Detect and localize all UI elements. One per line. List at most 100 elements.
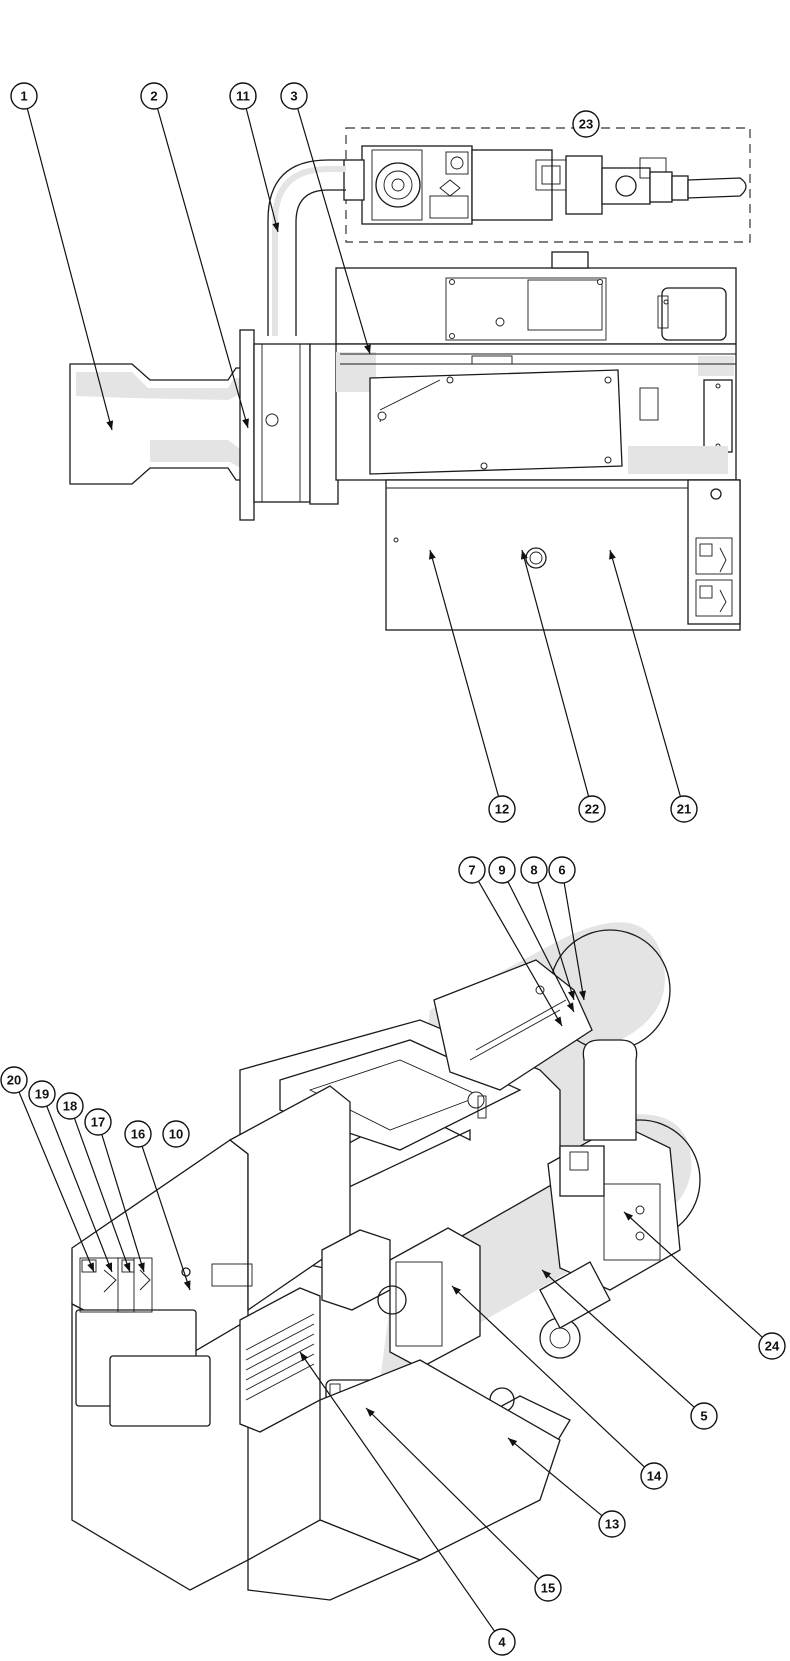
callout-9: 9 [488,856,516,884]
leader-line-19 [46,1105,113,1273]
leader-line-22 [521,549,590,797]
leader-line-15 [365,1407,540,1580]
callout-label-17: 17 [91,1115,105,1130]
callout-7: 7 [458,856,486,884]
callout-label-12: 12 [495,802,509,817]
leader-arrow-5 [542,1270,552,1279]
leader-line-6 [563,882,585,1001]
callout-23: 23 [572,110,600,138]
callout-label-9: 9 [498,863,505,878]
leader-line-16 [141,1146,191,1291]
callout-circle-9 [488,856,516,884]
leader-line-1 [26,108,113,431]
callout-18: 18 [56,1092,84,1120]
leader-arrow-12 [429,550,436,560]
leader-arrow-14 [452,1286,461,1295]
callout-circle-3 [280,82,308,110]
leader-lines [18,108,763,1632]
callout-label-15: 15 [541,1581,555,1596]
callout-label-19: 19 [35,1087,49,1102]
callout-16: 16 [124,1120,152,1148]
leader-arrow-13 [508,1438,518,1447]
callout-17: 17 [84,1108,112,1136]
leader-line-17 [101,1134,145,1273]
callout-11: 11 [229,82,257,110]
leader-line-13 [507,1437,603,1517]
callout-label-1: 1 [20,89,27,104]
gas-valve-train [343,127,751,243]
callout-label-21: 21 [677,802,691,817]
blast-tube [69,363,251,485]
callout-5: 5 [690,1402,718,1430]
leader-arrow-18 [123,1262,131,1272]
leader-arrow-8 [568,990,575,1000]
callout-circle-18 [56,1092,84,1120]
leader-line-8 [537,882,575,1001]
callout-circle-12 [488,795,516,823]
callout-label-11: 11 [236,89,250,104]
callout-circle-15 [534,1574,562,1602]
leader-arrow-2 [242,418,249,428]
callout-19: 19 [28,1080,56,1108]
leader-arrow-22 [520,550,528,560]
callout-22: 22 [578,795,606,823]
callout-circle-13 [598,1510,626,1538]
callout-circle-8 [520,856,548,884]
motor-fan-grille [211,1229,391,1433]
callout-label-5: 5 [700,1409,707,1424]
leader-line-4 [299,1351,496,1632]
gas-pipe [267,159,346,336]
leader-line-18 [73,1118,131,1273]
leader-arrow-17 [138,1262,145,1272]
callout-circle-16 [124,1120,152,1148]
callout-12: 12 [488,795,516,823]
gas-valve-assembly [547,1039,681,1291]
callout-circle-23 [572,110,600,138]
callout-circle-11 [229,82,257,110]
leader-arrow-4 [300,1352,309,1362]
leader-line-7 [477,880,563,1027]
callout-3: 3 [280,82,308,110]
leader-arrow-24 [624,1212,634,1221]
leader-line-20 [18,1091,95,1273]
mounting-flange [239,329,339,521]
callout-label-20: 20 [7,1073,21,1088]
ignition-electrodes [433,959,593,1119]
leader-line-14 [451,1285,645,1468]
leader-arrow-21 [609,550,616,560]
leader-arrow-19 [105,1262,112,1272]
leader-arrow-11 [272,222,280,232]
callout-label-18: 18 [63,1099,77,1114]
callout-label-4: 4 [498,1635,506,1650]
callout-circle-22 [578,795,606,823]
callout-circle-5 [690,1402,718,1430]
callout-label-10: 10 [169,1127,183,1142]
leader-arrow-16 [183,1280,191,1290]
leader-line-5 [541,1269,695,1408]
callout-label-22: 22 [585,802,599,817]
leader-arrow-15 [366,1408,375,1417]
callout-circle-2 [140,82,168,110]
callout-1: 1 [10,82,38,110]
callout-circle-7 [458,856,486,884]
callout-2: 2 [140,82,168,110]
isometric-view [71,922,701,1601]
callout-label-8: 8 [530,863,537,878]
leader-line-11 [245,108,279,233]
callout-circle-1 [10,82,38,110]
callout-circle-21 [670,795,698,823]
callout-circle-4 [488,1628,516,1656]
leader-line-9 [507,881,575,1013]
callout-13: 13 [598,1510,626,1538]
leader-arrow-1 [106,420,114,430]
callout-label-13: 13 [605,1517,619,1532]
callout-8: 8 [520,856,548,884]
callout-circle-24 [758,1332,786,1360]
callout-label-24: 24 [765,1339,780,1354]
callout-6: 6 [548,856,576,884]
callout-circle-20 [0,1066,28,1094]
callout-10: 10 [162,1120,190,1148]
